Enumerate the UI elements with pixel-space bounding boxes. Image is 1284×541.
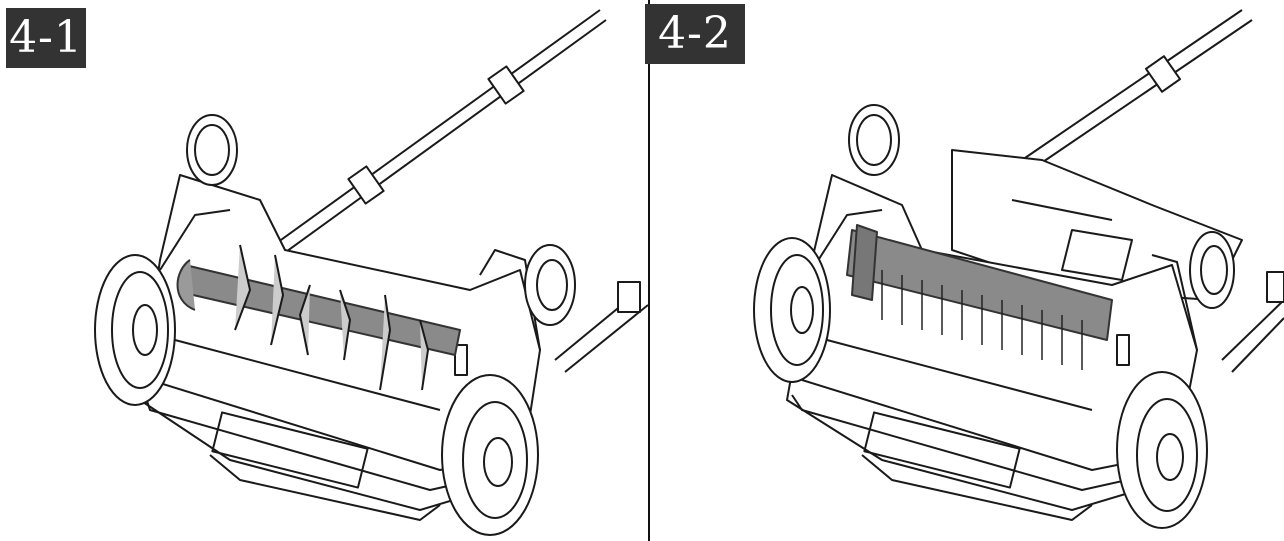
figure-panel-4-1: 4-1 (6, 8, 648, 536)
wheel-rear-left (186, 114, 238, 186)
handle-bar-lower (1221, 271, 1284, 373)
figure-label-4-2: 4-2 (645, 4, 745, 64)
spring-tine-rotor (846, 224, 1113, 370)
spike-rotor (176, 244, 461, 391)
handle-bar (259, 9, 607, 263)
figure-panel-4-2 (652, 0, 1284, 541)
wheel-front-right (441, 374, 539, 536)
lawn-scarifier-drawing (753, 9, 1284, 529)
panel-divider (648, 0, 650, 541)
wheel-rear-right (524, 244, 576, 326)
wheel-rear-left (848, 104, 900, 176)
handle-bar-lower (554, 281, 648, 373)
figure-label-4-1: 4-1 (6, 8, 86, 68)
lawn-aerator-drawing (94, 9, 648, 536)
wheel-front-left (753, 237, 831, 383)
wheel-front-left (94, 254, 176, 406)
wheel-front-right (1116, 371, 1208, 529)
handle-bar (1021, 9, 1253, 169)
wheel-rear-right (1189, 231, 1235, 309)
